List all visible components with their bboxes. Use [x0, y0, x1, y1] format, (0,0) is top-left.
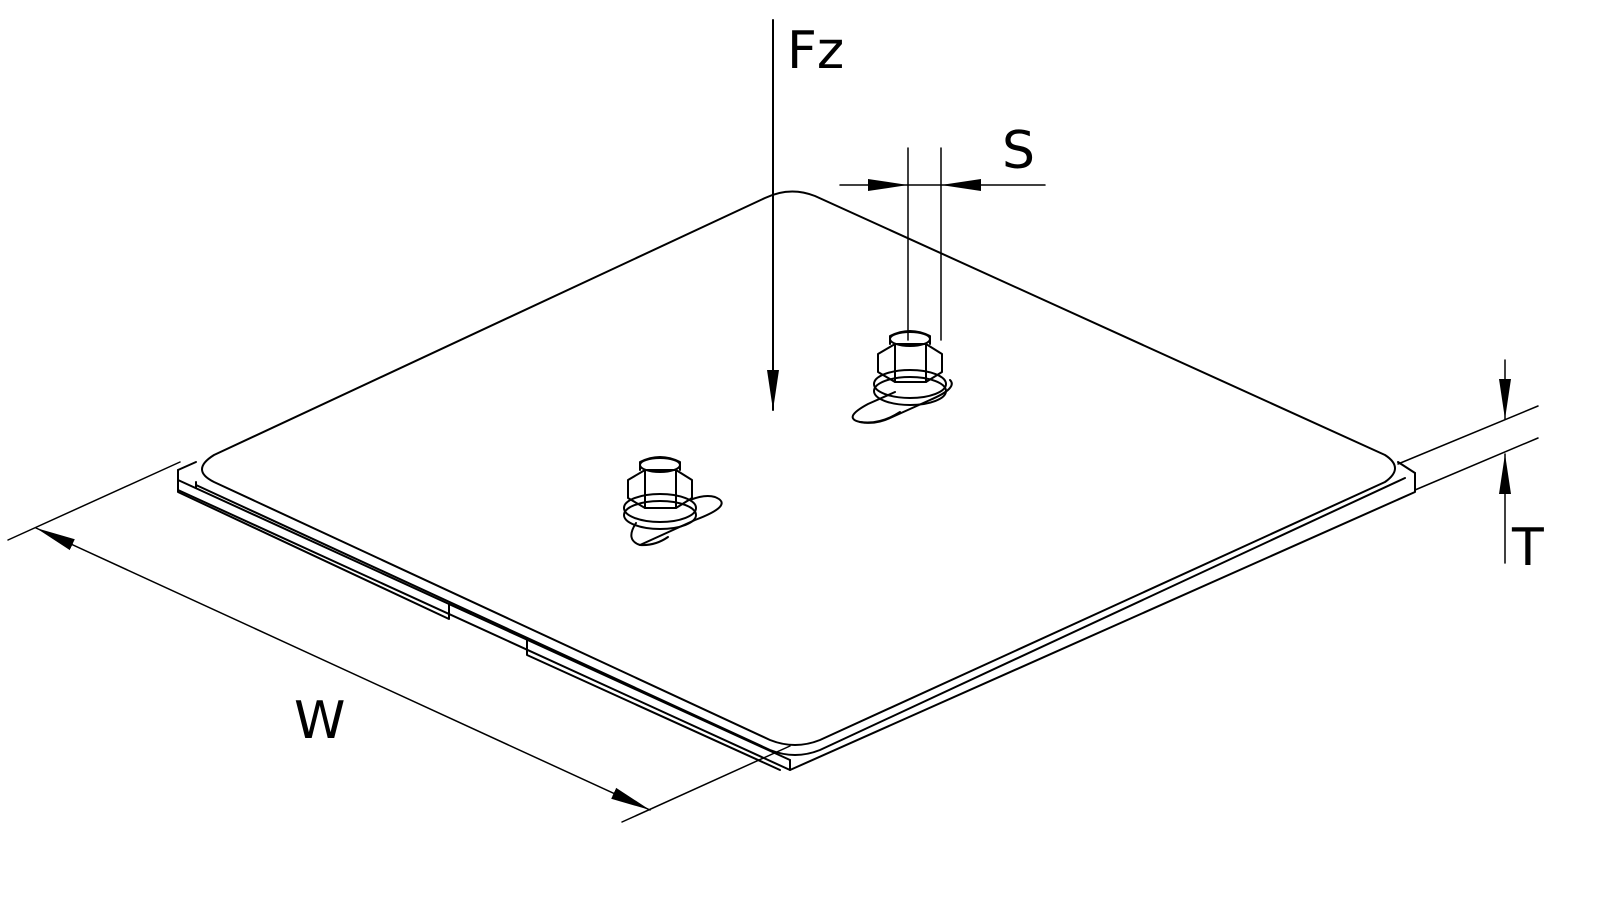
bolt-right: [851, 330, 953, 424]
thickness-label: T: [1511, 518, 1544, 578]
width-dimension: [7, 461, 791, 823]
top-plate: [195, 190, 1406, 756]
width-label: W: [294, 691, 345, 751]
slot-width-dimension: [839, 147, 1046, 341]
thickness-dimension: [1397, 359, 1539, 564]
slot-width-label: S: [1002, 121, 1035, 181]
base-plate: [177, 461, 1416, 771]
bolt-left: [623, 456, 723, 547]
force-label: Fz: [787, 21, 844, 81]
